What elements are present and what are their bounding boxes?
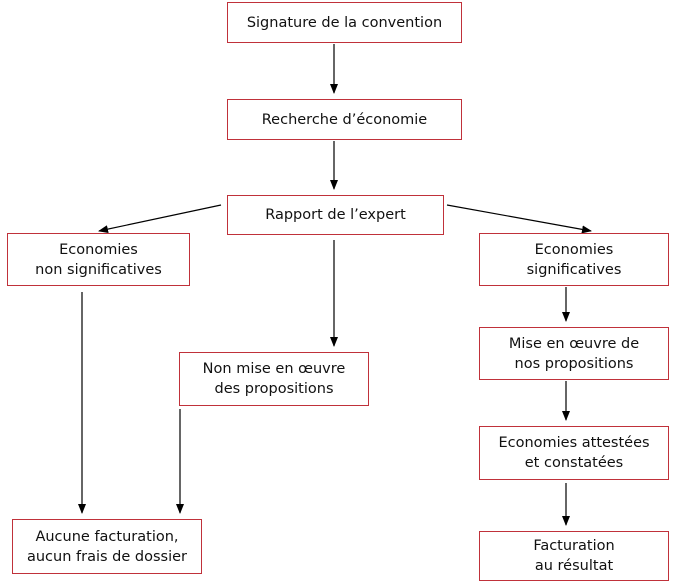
node-facturation: Facturation au résultat	[479, 531, 669, 581]
node-attestees: Economies attestées et constatées	[479, 426, 669, 480]
node-mise: Mise en œuvre de nos propositions	[479, 327, 669, 380]
node-aucune: Aucune facturation, aucun frais de dossi…	[12, 519, 202, 574]
node-eco-sig: Economies significatives	[479, 233, 669, 286]
node-eco-non-sig: Economies non significatives	[7, 233, 190, 286]
node-rapport: Rapport de l’expert	[227, 195, 444, 235]
node-non-mise: Non mise en œuvre des propositions	[179, 352, 369, 406]
arrow-rapport-to-eco-sig	[446, 204, 592, 234]
arrow-rapport-to-eco-non-sig	[98, 204, 222, 234]
node-recherche: Recherche d’économie	[227, 99, 462, 140]
node-signature: Signature de la convention	[227, 2, 462, 43]
